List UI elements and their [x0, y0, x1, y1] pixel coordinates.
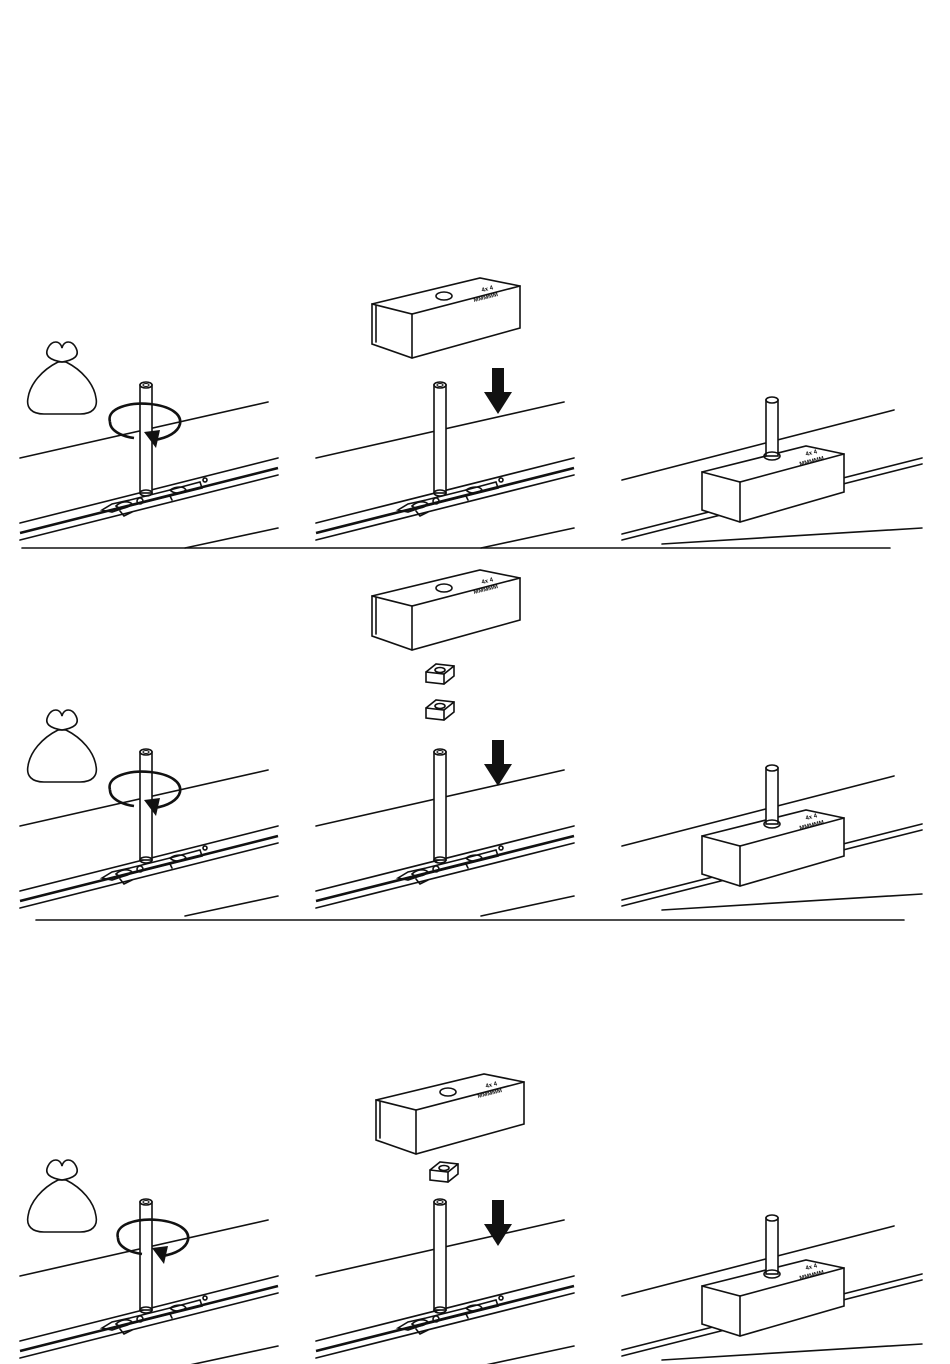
- spacer: [426, 700, 454, 720]
- block-top: 4x 4 MMMMM: [372, 570, 520, 650]
- hardware-bag-icon: [28, 710, 97, 782]
- threaded-rod: [764, 397, 780, 460]
- step-row-1: 4x 4 MMMMM 4x 4 MMMMM: [20, 278, 922, 548]
- spacer: [430, 1162, 458, 1182]
- down-arrow-icon: [484, 740, 512, 786]
- step-row-3: 4x 4 MMMMM 4x 4 MMMMM: [20, 1074, 922, 1364]
- down-arrow-icon: [484, 368, 512, 414]
- down-arrow-icon: [484, 1200, 512, 1246]
- spacer: [426, 664, 454, 684]
- hardware-bag-icon: [28, 1160, 97, 1232]
- threaded-rod: [764, 1215, 780, 1278]
- threaded-rod: [434, 1199, 446, 1313]
- block-top: 4x 4 MMMMM: [376, 1074, 524, 1154]
- threaded-rod: [434, 382, 446, 496]
- step-row-2: 4x 4 MMMMM 4x 4 MMMMM: [20, 570, 922, 916]
- threaded-rod: [434, 749, 446, 863]
- threaded-rod: [764, 765, 780, 828]
- block-top: 4x 4 MMMMM: [372, 278, 520, 358]
- hardware-bag-icon: [28, 342, 97, 414]
- rotate-arrow-icon: [118, 1220, 189, 1264]
- threaded-rod: [140, 1199, 152, 1313]
- block-seated: 4x 4 MMMMM: [702, 446, 844, 522]
